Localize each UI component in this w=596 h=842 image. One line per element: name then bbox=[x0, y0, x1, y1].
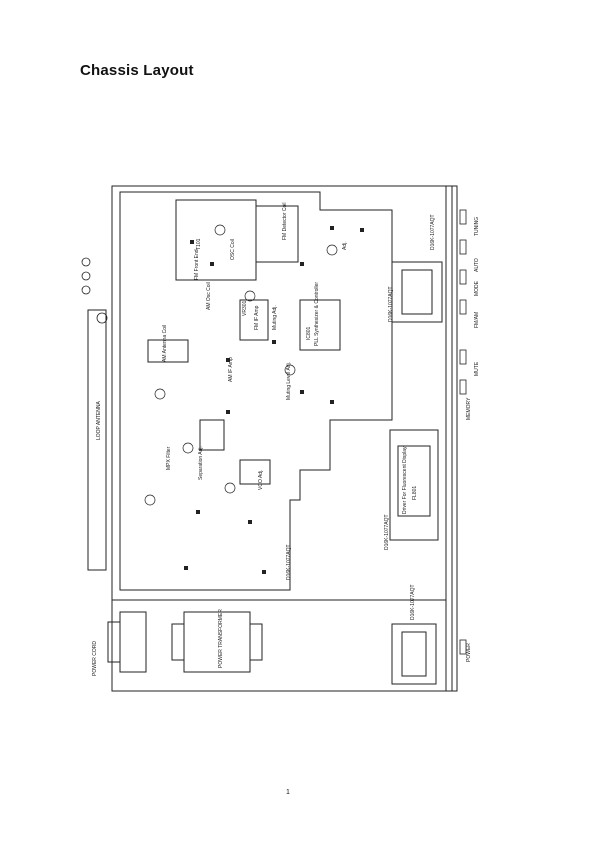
fm-am-label: FM/AM bbox=[474, 312, 480, 328]
fm-front-label: FM Front End bbox=[194, 249, 200, 280]
fm-detector-label: FM Detector Coil bbox=[282, 202, 288, 240]
board-label-3: D16K-1077AQT bbox=[286, 544, 292, 580]
muting-adj-label: Muting Adj. bbox=[272, 305, 278, 330]
board-label-4: D16K-1077AQT bbox=[384, 514, 390, 550]
main-pcb-outline bbox=[119, 191, 393, 591]
front-end-module bbox=[175, 199, 257, 281]
power-switch-label: POWER bbox=[466, 643, 472, 662]
power-switch-board bbox=[391, 623, 437, 685]
board-label-1: D16K-1077AQT bbox=[430, 214, 436, 250]
pll-label: PLL Synthesizer & Controller bbox=[314, 282, 320, 346]
separation-label: Separation Adj. bbox=[198, 446, 204, 480]
loop-antenna-bar bbox=[87, 309, 107, 571]
vr-label: VR301 bbox=[242, 300, 248, 316]
mpx-filter-label: MPX Filter bbox=[166, 446, 172, 470]
transformer-label: POWER TRANSFORMER bbox=[218, 609, 224, 668]
am-if-label: AM IF Amp bbox=[228, 357, 234, 382]
auto-label: AUTO bbox=[474, 258, 480, 272]
page-title: Chassis Layout bbox=[80, 62, 194, 79]
loop-antenna-label: LOOP ANTENNA bbox=[96, 401, 102, 440]
page-number: 1 bbox=[286, 789, 290, 796]
vco-label: VCO Adj. bbox=[258, 469, 264, 490]
ic-label: IC801 bbox=[306, 326, 312, 340]
power-cord-label: POWER CORD bbox=[92, 641, 98, 676]
power-transformer bbox=[183, 611, 251, 673]
mute-label: MUTE bbox=[474, 361, 480, 376]
adj-label: Adj. bbox=[342, 241, 348, 250]
tuning-label: TUNING bbox=[474, 217, 480, 236]
muting-label: Muting Level Adj. bbox=[286, 362, 292, 400]
mode-label: MODE bbox=[474, 280, 480, 296]
memory-label: MEMORY bbox=[466, 397, 472, 420]
fm-if-label: FM IF Amp bbox=[254, 305, 260, 330]
am-osc-label: AM Osc Coil bbox=[206, 282, 212, 310]
display-board bbox=[389, 429, 439, 541]
osc-coil-label: OSC Coil bbox=[230, 239, 236, 260]
if-t-label: T101 bbox=[196, 238, 202, 250]
chassis-outline bbox=[111, 185, 458, 692]
display-driver-label: Driver For Fluorescent Display bbox=[402, 446, 408, 514]
fl-display-label: FL801 bbox=[412, 486, 418, 500]
board-label-5: D16K-1077AQT bbox=[410, 584, 416, 620]
am-antenna-label: AM Antenna Coil bbox=[162, 325, 168, 362]
board-label-2: D16K-1077AQT bbox=[388, 286, 394, 322]
